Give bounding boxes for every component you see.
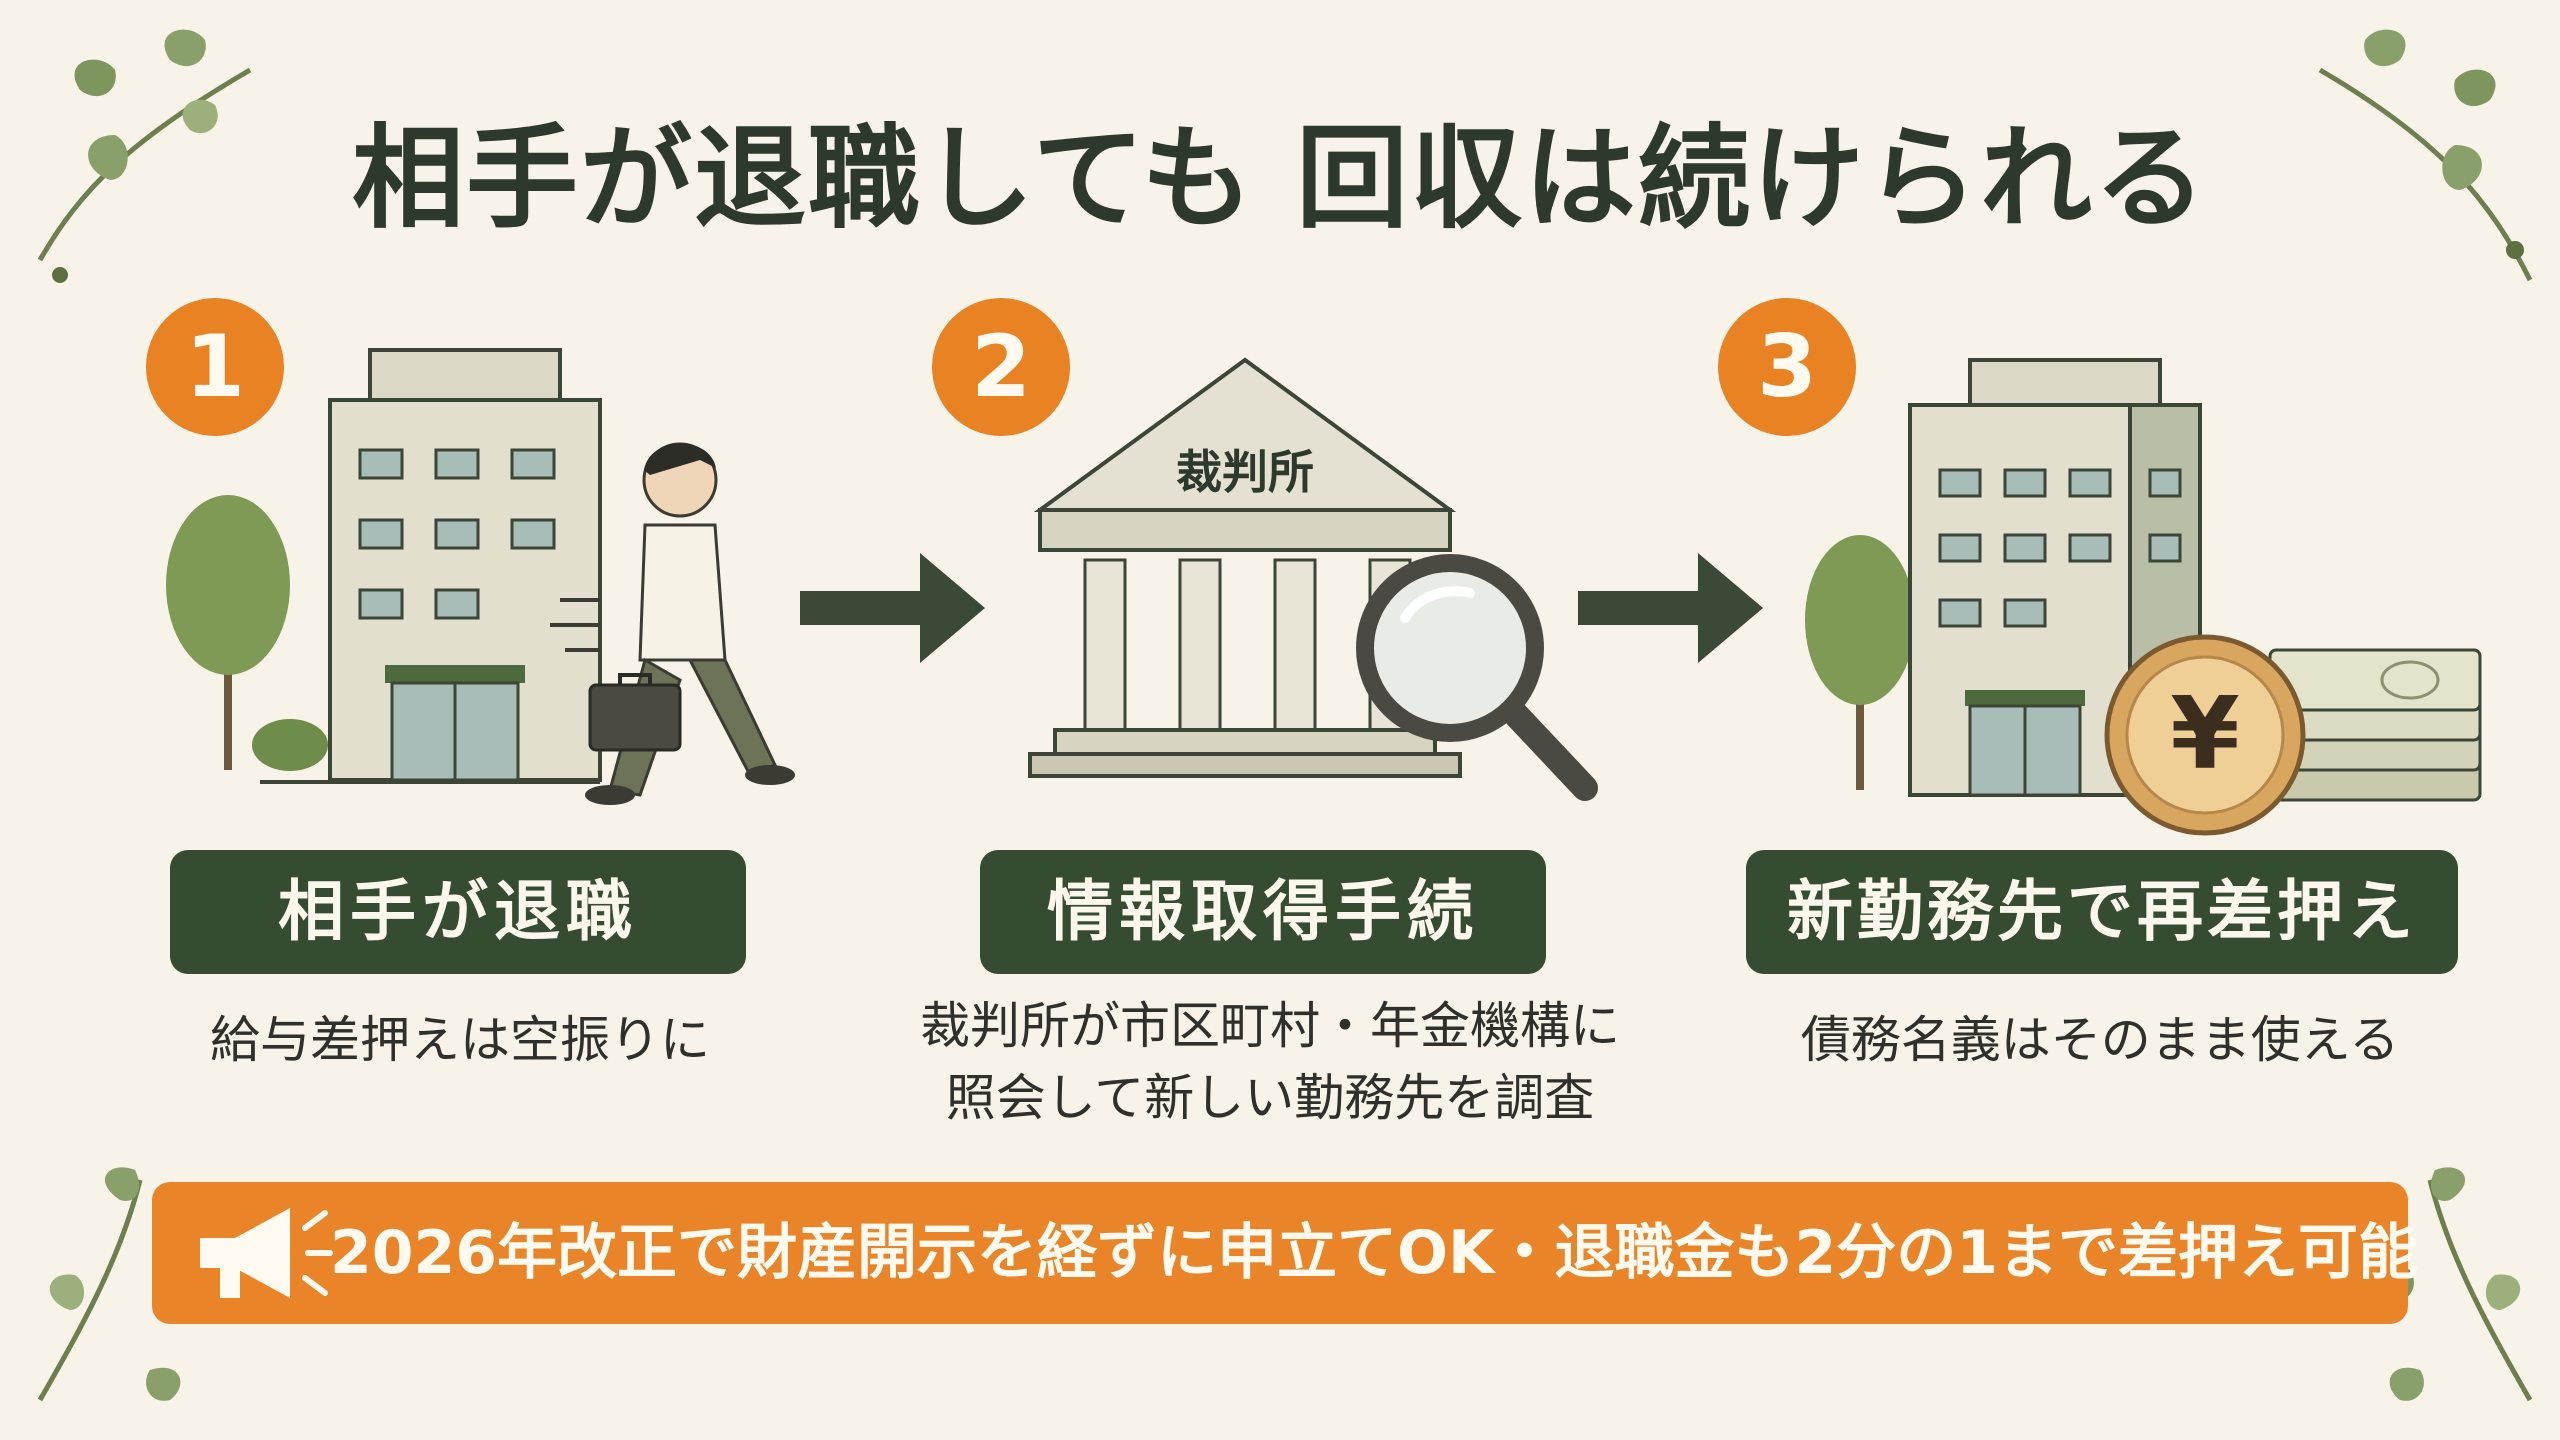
step-2-description: 裁判所が市区町村・年金機構に 照会して新しい勤務先を調査 [870, 990, 1670, 1134]
yen-coin-icon: ¥ [2104, 634, 2306, 836]
step-3-label: 新勤務先で再差押え [1746, 850, 2458, 974]
step-1-description-line: 給与差押えは空振りに [210, 1011, 710, 1069]
step-2-description-line: 照会して新しい勤務先を調査 [945, 1069, 1595, 1127]
step-1-description: 給与差押えは空振りに [100, 1004, 820, 1076]
courthouse-icon: 裁判所 [1028, 357, 1462, 778]
cash-bills-icon [2268, 648, 2482, 802]
arrow-right-icon [800, 553, 985, 663]
step-3-description-line: 債務名義はそのまま使える [1800, 1011, 2400, 1069]
summary-banner-text: 2026年改正で財産開示を経ずに申立てOK・退職金も2分の1まで差押え可能 [330, 1218, 2418, 1288]
step-1-number-badge: 1 [146, 298, 284, 436]
step-3-description: 債務名義はそのまま使える [1700, 1004, 2500, 1076]
step-1-label: 相手が退職 [170, 850, 746, 974]
yen-symbol-text: ¥ [2170, 675, 2240, 792]
step-3-number-badge: 3 [1718, 298, 1856, 436]
megaphone-icon [200, 1208, 333, 1298]
arrow-right-icon [1578, 553, 1763, 663]
leaf-decoration-top-left-icon [37, 29, 252, 283]
page-title: 相手が退職しても 回収は続けられる [351, 114, 2209, 244]
walking-person-icon [550, 442, 795, 805]
step-2-number-badge: 2 [932, 298, 1070, 436]
step-2-label: 情報取得手続 [980, 850, 1546, 974]
magnifying-glass-icon [1356, 554, 1598, 801]
leaf-decoration-top-right-icon [2318, 29, 2533, 282]
office-building-icon [166, 348, 602, 784]
courthouse-sign-text: 裁判所 [1176, 445, 1314, 499]
summary-banner [152, 1182, 2408, 1324]
step-2-description-line: 裁判所が市区町村・年金機構に [920, 997, 1620, 1055]
